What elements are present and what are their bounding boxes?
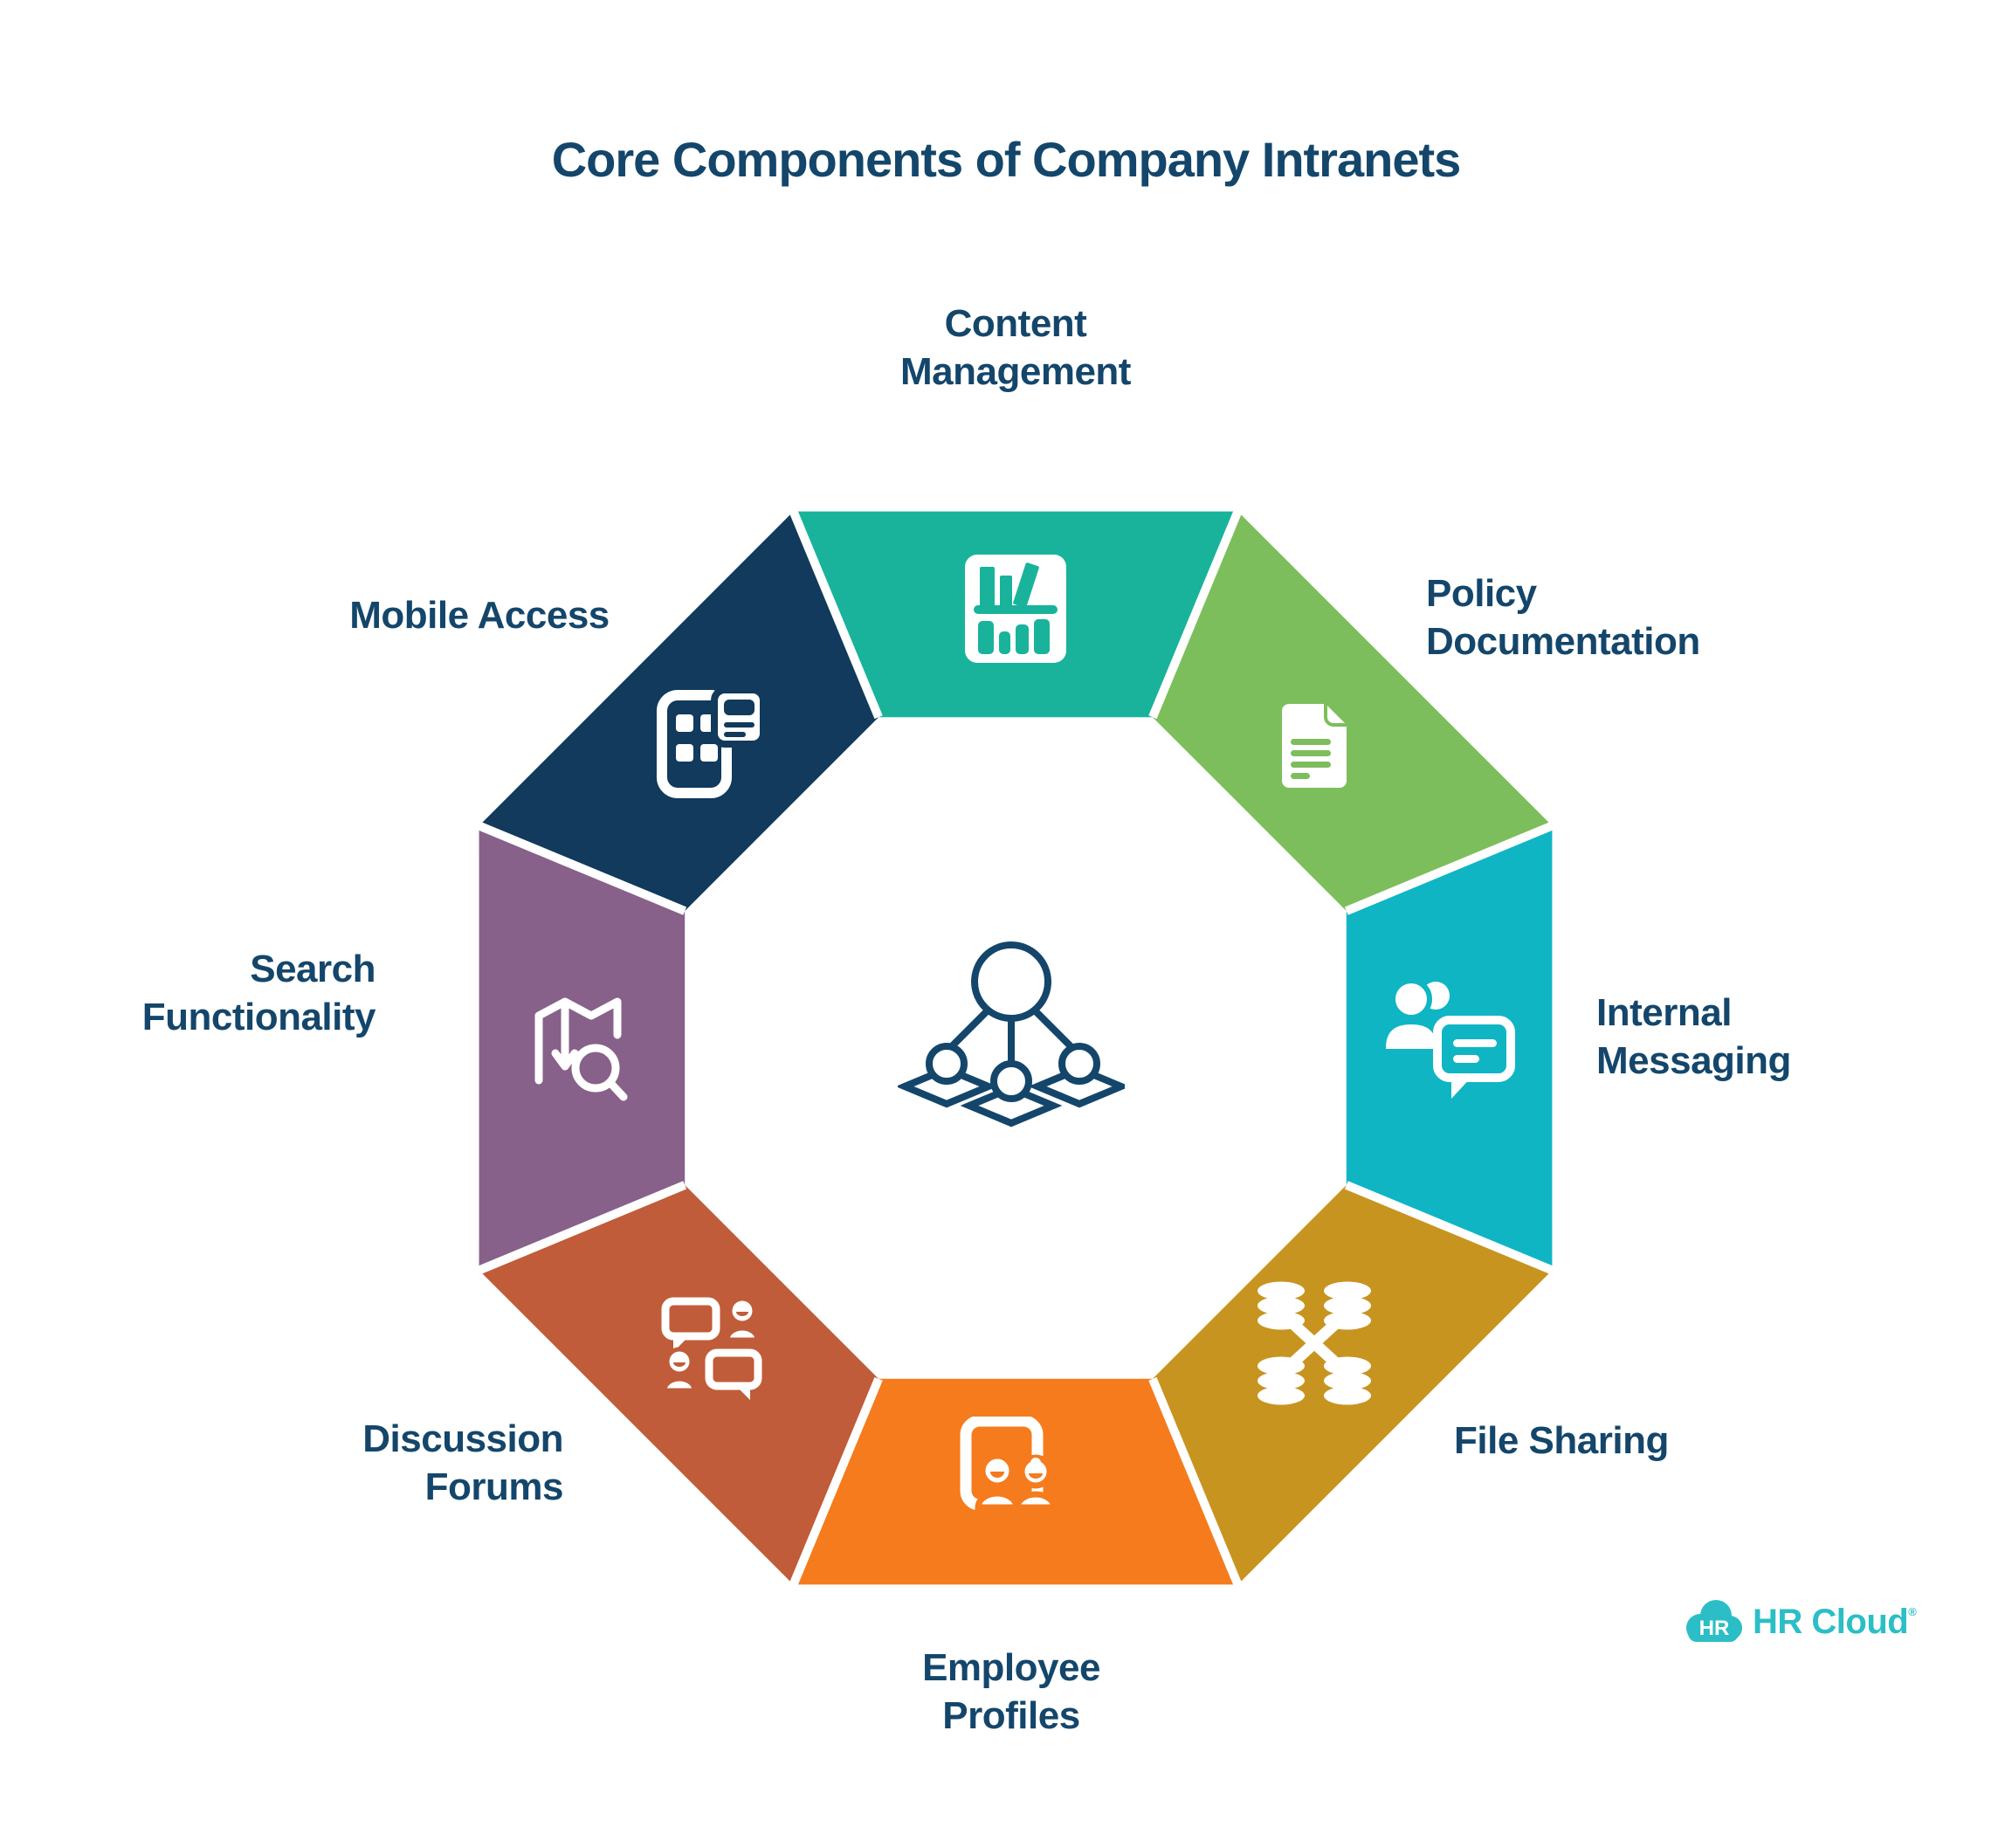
label-policy-documentation: Policy Documentation [1426, 572, 1700, 663]
registered-mark: ® [1908, 1604, 1917, 1618]
segment-search-functionality [479, 825, 686, 1271]
label-search-functionality: Search Functionality [141, 948, 376, 1038]
segment-policy-documentation [1152, 511, 1553, 912]
segment-employee-profiles [793, 1378, 1238, 1585]
segment-internal-messaging [1346, 825, 1553, 1271]
label-file-sharing: File Sharing [1454, 1419, 1669, 1462]
network-hierarchy-icon [898, 941, 1125, 1127]
segment-mobile-access [479, 511, 879, 912]
mobile-news-icon [657, 686, 767, 798]
people-chat-icon [1381, 978, 1515, 1099]
news-card-content [724, 700, 754, 737]
forum-chat-icon [661, 1297, 762, 1400]
profile-faces [990, 1472, 1043, 1479]
hrcloud-wordmark: HR Cloud® [1753, 1602, 1917, 1641]
document-lines [1291, 739, 1331, 779]
label-internal-messaging: Internal Messaging [1596, 991, 1791, 1082]
database-stacks [1258, 1281, 1371, 1405]
bookshelf-icon [965, 555, 1066, 663]
hrcloud-badge-text: HR [1699, 1617, 1730, 1640]
profile-people [975, 1452, 1058, 1511]
exchange-cross [1287, 1318, 1341, 1369]
hrcloud-cloud-icon: HR [1686, 1600, 1742, 1642]
page-title: Core Components of Company Intranets [551, 132, 1462, 187]
label-employee-profiles: Employee Profiles [922, 1646, 1100, 1737]
hrcloud-logo: HR HR Cloud® [1681, 1596, 1917, 1647]
label-mobile-access: Mobile Access [349, 594, 610, 637]
label-discussion-forums: Discussion Forums [362, 1417, 563, 1508]
map-search-icon [534, 997, 628, 1101]
document-icon [1282, 704, 1347, 788]
forum-people [662, 1297, 760, 1393]
document-fold [1324, 704, 1347, 727]
label-content-management: Content Management [900, 302, 1131, 393]
profile-frame-icon [960, 1417, 1058, 1511]
bookshelf-glyph [974, 562, 1058, 654]
forum-bubbles [661, 1297, 762, 1390]
bubble-lines [1453, 1039, 1497, 1063]
database-exchange-icon [1258, 1281, 1371, 1405]
segment-dividers [477, 509, 1554, 1587]
forum-faces [673, 1312, 748, 1367]
map-outline [534, 997, 628, 1101]
